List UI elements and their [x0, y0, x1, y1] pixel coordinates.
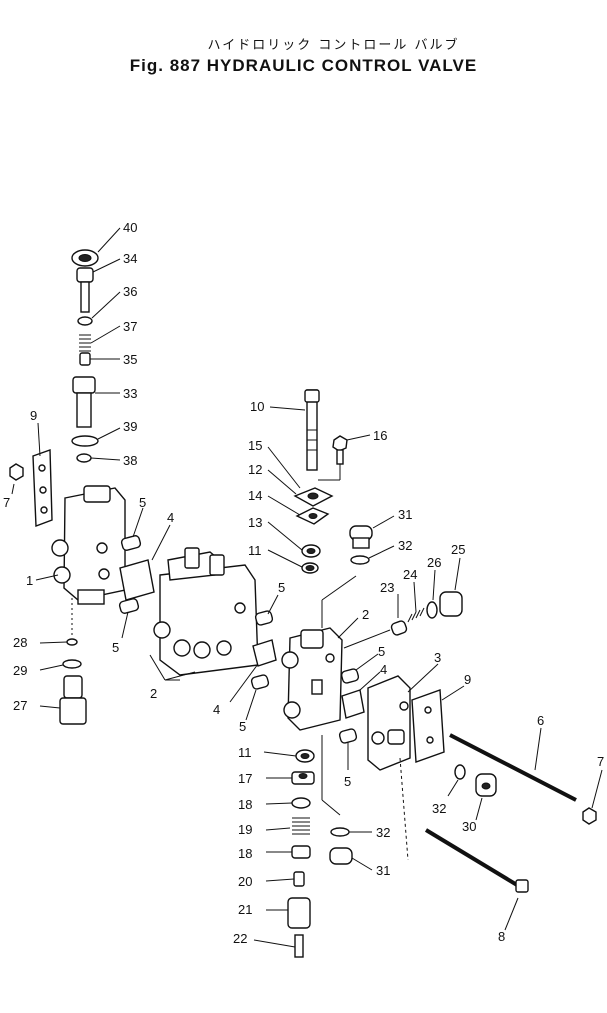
callout-27: 27	[13, 698, 27, 713]
o-ring-36	[77, 291, 121, 326]
callout-9-right: 9	[464, 672, 471, 687]
o-ring-32-right	[447, 764, 466, 797]
end-cover-3	[367, 663, 439, 771]
callout-5-f: 5	[344, 774, 351, 789]
callout-40: 40	[123, 220, 137, 235]
callout-4-a: 4	[167, 510, 174, 525]
callout-25: 25	[451, 542, 465, 557]
o-ring-32-lower	[321, 735, 372, 837]
callout-39: 39	[123, 419, 137, 434]
poppet-35	[79, 352, 120, 366]
callout-14: 14	[248, 488, 262, 503]
callout-5-d: 5	[239, 719, 246, 734]
callout-36: 36	[123, 284, 137, 299]
callout-21: 21	[238, 902, 252, 917]
callout-11-b: 11	[238, 745, 252, 760]
plug-31-upper	[349, 515, 395, 549]
callout-16: 16	[373, 428, 387, 443]
callout-5-c: 5	[278, 580, 285, 595]
o-ring-32-upper	[350, 545, 395, 565]
bracket-9-left	[32, 422, 53, 527]
relief-cartridge-27	[39, 675, 87, 725]
callout-15: 15	[248, 438, 262, 453]
cap-40	[71, 227, 121, 267]
callout-5-b: 5	[112, 640, 119, 655]
callout-10: 10	[250, 399, 264, 414]
callout-32-b: 32	[432, 801, 446, 816]
adjust-screw-34	[76, 258, 121, 313]
callout-2-a: 2	[150, 686, 157, 701]
callout-19: 19	[238, 822, 252, 837]
plug-31-lower	[329, 847, 373, 871]
o-ring-28-29	[39, 598, 82, 671]
callout-13: 13	[248, 515, 262, 530]
callout-31-a: 31	[398, 507, 412, 522]
callout-18-a: 18	[238, 797, 252, 812]
callout-1: 1	[26, 573, 33, 588]
callout-26: 26	[427, 555, 441, 570]
lower-stack	[253, 749, 315, 958]
callout-18-b: 18	[238, 846, 252, 861]
callout-32-c: 32	[376, 825, 390, 840]
valve-section-2-single	[281, 575, 359, 731]
spring-parts-23-26	[343, 557, 463, 649]
callout-30: 30	[462, 819, 476, 834]
callout-22: 22	[233, 931, 247, 946]
callout-labels: 40 34 36 37 35 33 39 38 9 7 1 5 4 5 28 2…	[3, 220, 604, 946]
callout-2-b: 2	[362, 607, 369, 622]
callout-35: 35	[123, 352, 137, 367]
callout-29: 29	[13, 663, 27, 678]
callout-33: 33	[123, 386, 137, 401]
callout-37: 37	[123, 319, 137, 334]
callout-28: 28	[13, 635, 27, 650]
callout-31-b: 31	[376, 863, 390, 878]
plug-30	[475, 773, 497, 821]
gaskets-left	[118, 507, 171, 639]
o-ring-38	[76, 453, 121, 463]
callout-23: 23	[380, 580, 394, 595]
callout-8: 8	[498, 929, 505, 944]
tie-rod-8	[399, 757, 529, 931]
valve-section-1	[35, 485, 126, 605]
spring-37	[79, 325, 121, 352]
valve-sections-2-pair	[149, 547, 259, 681]
bolt-16	[318, 434, 371, 481]
nut-7-left	[9, 463, 24, 495]
callout-9-left: 9	[30, 408, 37, 423]
gaskets-right	[338, 653, 381, 770]
callout-12: 12	[248, 462, 262, 477]
callout-7-left: 7	[3, 495, 10, 510]
callout-5-e: 5	[378, 644, 385, 659]
callout-4-b: 4	[213, 702, 220, 717]
bracket-9-right	[411, 685, 465, 763]
spool-10	[269, 389, 320, 471]
diagram-title-japanese: ハイドロリック コントロール バルブ	[207, 38, 460, 53]
diagram-title: Fig. 887 HYDRAULIC CONTROL VALVE	[129, 56, 478, 75]
cover-12-15	[267, 446, 334, 507]
callout-3: 3	[434, 650, 441, 665]
o-ring-39	[71, 427, 121, 447]
callout-11-a: 11	[248, 543, 262, 558]
callout-17: 17	[238, 771, 252, 786]
nut-7-right	[582, 769, 603, 825]
callout-32-a: 32	[398, 538, 412, 553]
callout-34: 34	[123, 251, 137, 266]
callout-5-a: 5	[139, 495, 146, 510]
callout-24: 24	[403, 567, 417, 582]
callout-4-c: 4	[380, 662, 387, 677]
callout-6: 6	[537, 713, 544, 728]
callout-7-right: 7	[597, 754, 604, 769]
callout-20: 20	[238, 874, 252, 889]
tie-rod-6	[449, 727, 577, 802]
gaskets-middle	[229, 594, 279, 721]
seals-13-11	[267, 521, 321, 574]
plate-14	[267, 495, 330, 525]
plug-33	[72, 376, 120, 428]
callout-38: 38	[123, 453, 137, 468]
